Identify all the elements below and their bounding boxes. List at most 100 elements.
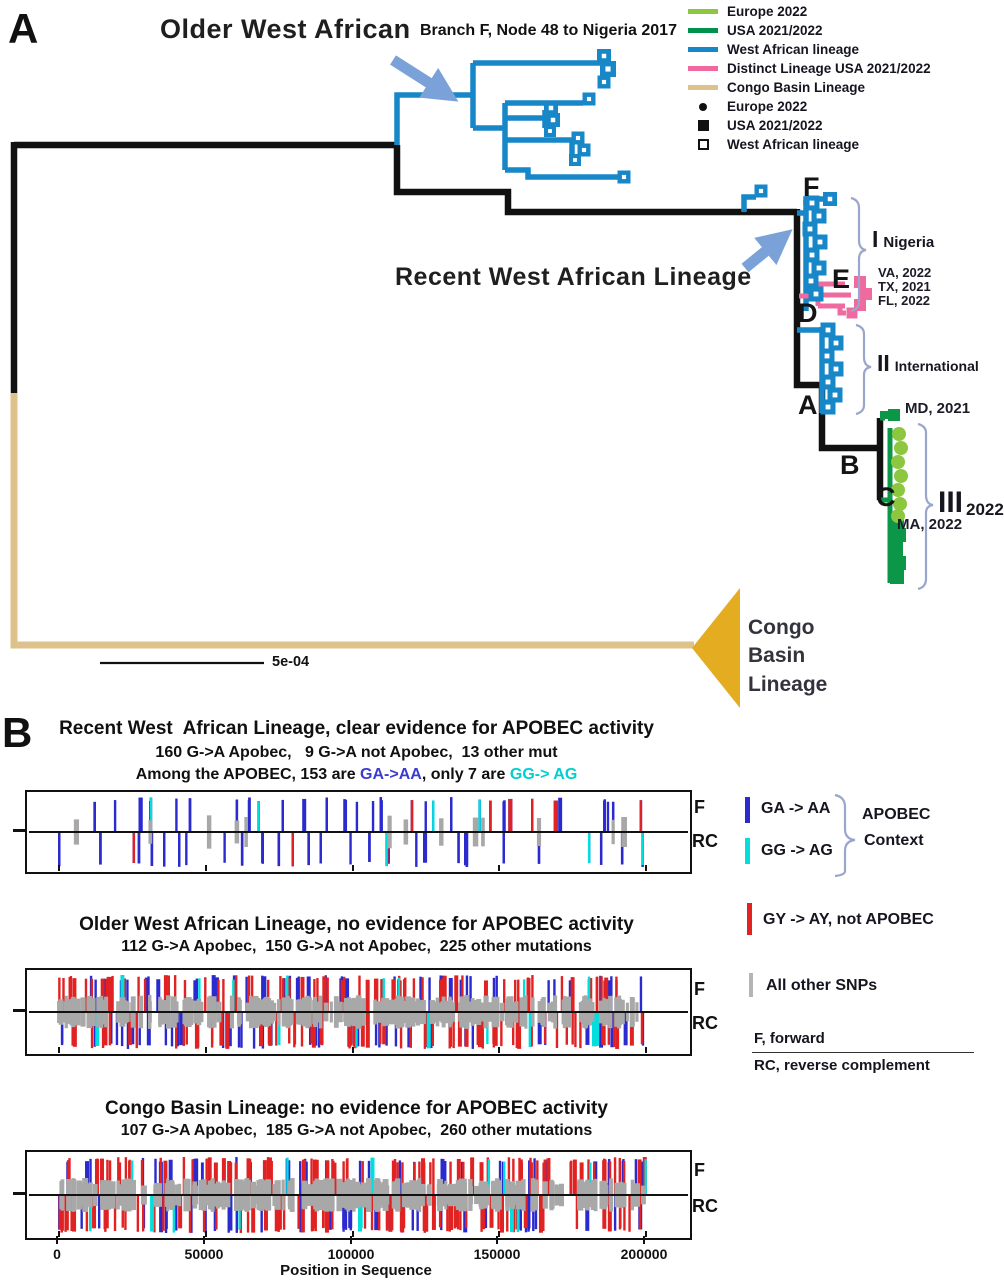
tree-backbone (10, 141, 884, 500)
node-f: F (803, 172, 820, 202)
subtitle2-ga: GA->AA (360, 766, 422, 783)
x-tick-50000: 50000 (184, 1246, 224, 1262)
legend-row-distinct-line: Distinct Lineage USA 2021/2022 (688, 59, 1000, 78)
legend-label: Europe 2022 (727, 4, 808, 19)
cluster-iii-roman: III (938, 486, 964, 519)
legend-row-europe-line: Europe 2022 (688, 2, 1000, 21)
forward-reverse-divider (752, 1052, 974, 1053)
plot0-subtitle2: Among the APOBEC, 153 are GA->AA, only 7… (25, 766, 688, 784)
tip-tx-2021: TX, 2021 (878, 279, 931, 294)
gg-ag-tick-swatch (745, 838, 750, 864)
congo-basin-label-line1: Congo (748, 616, 815, 639)
panel-a-letter: A (8, 5, 39, 52)
legend-label: Europe 2022 (727, 99, 808, 114)
x-axis-ticks (56, 1236, 645, 1244)
node-d: D (798, 298, 818, 328)
recent-west-african-label: Recent West African Lineage (395, 263, 752, 291)
open-square-marker-icon (688, 139, 718, 150)
europe-2022-line-swatch (688, 9, 718, 14)
apobec-context-label-2: Context (864, 832, 924, 849)
tip-fl-2022: FL, 2022 (878, 293, 931, 308)
tip-ma-2022: MA, 2022 (897, 516, 963, 533)
node-e: E (832, 264, 851, 294)
plot2-f-label: F (694, 1160, 705, 1180)
cluster-iii-text: 2022 (966, 500, 1004, 519)
snp-plot-recent-wa (25, 790, 692, 874)
legend-label: Distinct Lineage USA 2021/2022 (727, 61, 931, 76)
bracket-cluster-ii (855, 323, 872, 416)
x-tick-200000: 200000 (620, 1246, 668, 1262)
plot1-rc-label: RC (692, 1013, 718, 1033)
legend-label: USA 2021/2022 (727, 118, 823, 133)
snp-plot-congo (25, 1150, 692, 1240)
x-tick-0: 0 (53, 1246, 61, 1262)
x-tick-100000: 100000 (327, 1246, 375, 1262)
tip-va-2022: VA, 2022 (878, 265, 932, 280)
other-snps-legend-label: All other SNPs (766, 977, 878, 994)
rc-reverse-label: RC, reverse complement (754, 1057, 930, 1074)
legend-row-europe-marker: Europe 2022 (688, 97, 1000, 116)
congo-basin-label-line3: Lineage (748, 672, 828, 696)
bracket-cluster-i (850, 196, 867, 313)
congo-basin-label-line2: Basin (748, 644, 806, 668)
cluster-ii-text: International (894, 358, 979, 374)
apobec-context-label-1: APOBEC (862, 806, 931, 823)
congo-basin-branch (10, 393, 740, 708)
legend-label: USA 2021/2022 (727, 23, 823, 38)
legend-row-west-african-line: West African lineage (688, 40, 1000, 59)
legend-row-usa-line: USA 2021/2022 (688, 21, 1000, 40)
plot1-f-label: F (694, 979, 705, 999)
plot2-subtitle: 107 G->A Apobec, 185 G->A not Apobec, 26… (120, 1122, 593, 1139)
filled-square-marker-icon (688, 120, 718, 131)
panel-b-letter: B (2, 709, 33, 756)
older-west-african-label: Older West African (160, 14, 411, 44)
x-tick-150000: 150000 (473, 1246, 521, 1262)
plot1-subtitle: 112 G->A Apobec, 150 G->A not Apobec, 22… (121, 938, 592, 955)
subtitle2-mid: , only 7 are (421, 766, 510, 783)
annotation-arrows (390, 55, 793, 273)
subtitle2-gg: GG-> AG (509, 766, 578, 783)
recent-wa-arrow (741, 229, 793, 273)
usa-2021-2022-line-swatch (688, 28, 718, 33)
phylo-tree-svg (10, 49, 934, 708)
subtitle2-prefix: Among the APOBEC, 153 are (135, 766, 361, 783)
plot0-title: Recent West African Lineage, clear evide… (59, 718, 654, 739)
ga-aa-legend-label: GA -> AA (761, 800, 831, 817)
node-a: A (798, 390, 818, 420)
ga-aa-tick-swatch (745, 797, 750, 823)
apobec-context-bracket (834, 793, 856, 877)
y-axis-tick (13, 1009, 25, 1012)
cluster-brackets (850, 196, 934, 591)
plot1-title: Older West African Lineage, no evidence … (79, 914, 634, 935)
plot0-f-label: F (694, 797, 705, 817)
branch-f-annotation: Branch F, Node 48 to Nigeria 2017 (420, 22, 677, 39)
y-axis-tick (13, 1192, 25, 1195)
older-wa-arrow (390, 55, 459, 102)
legend-label: Congo Basin Lineage (727, 80, 866, 95)
plot0-rc-label: RC (692, 831, 718, 851)
tip-markers (544, 49, 908, 584)
legend-label: West African lineage (727, 42, 860, 57)
snp-plot-older-wa (25, 968, 692, 1056)
legend-label: West African lineage (727, 137, 860, 152)
legend-row-congo-line: Congo Basin Lineage (688, 78, 1000, 97)
y-axis-tick (13, 829, 25, 832)
bracket-cluster-iii (917, 422, 934, 591)
cluster-i-roman: I (872, 226, 879, 252)
distinct-lineage-line-swatch (688, 66, 718, 71)
other-snps-tick-swatch (749, 973, 753, 997)
congo-basin-triangle (692, 588, 740, 708)
plot0-subtitle: 160 G->A Apobec, 9 G->A not Apobec, 13 o… (155, 744, 558, 761)
west-african-line-swatch (688, 47, 718, 52)
legend-row-west-african-marker: West African lineage (688, 135, 1000, 154)
gy-ay-legend-label: GY -> AY, not APOBEC (763, 911, 934, 928)
gg-ag-legend-label: GG -> AG (761, 842, 833, 859)
plot2-title: Congo Basin Lineage: no evidence for APO… (105, 1098, 608, 1119)
cluster-ii-roman: II (877, 350, 890, 376)
node-b: B (840, 450, 860, 480)
tip-md-2021: MD, 2021 (905, 400, 971, 417)
cluster-i-text: Nigeria (883, 234, 935, 251)
